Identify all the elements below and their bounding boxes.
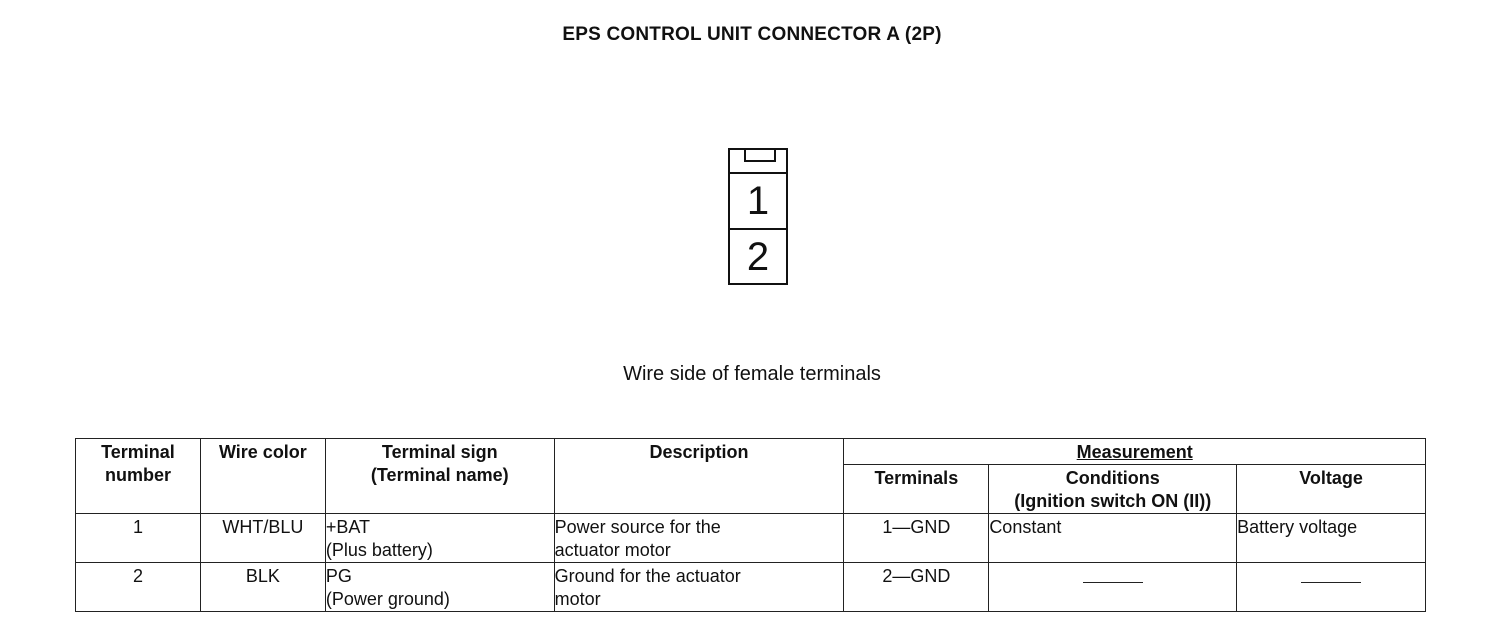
table-row: 1 WHT/BLU +BAT (Plus battery) Power sour… [75,513,1426,563]
connector-pin-1: 1 [730,174,786,230]
not-applicable-dash [1301,581,1362,583]
header-conditions: Conditions (Ignition switch ON (II)) [988,464,1238,514]
cell-terminal-number: 1 [75,513,201,563]
cell-conditions [988,562,1238,612]
header-voltage: Voltage [1236,464,1426,514]
connector-lock-tab [744,150,776,162]
header-terminal-sign: Terminal sign (Terminal name) [324,438,555,514]
cell-terminals: 1—GND [843,513,990,563]
connector-diagram: 1 2 [728,148,788,285]
cell-terminal-sign: +BAT (Plus battery) [324,513,555,563]
header-measurement: Measurement [843,438,1426,465]
cell-terminal-number: 2 [75,562,201,612]
connector-caption: Wire side of female terminals [623,363,881,385]
connector-lock-row [730,150,786,174]
cell-description: Power source for the actuator motor [553,513,845,563]
connector-pin-2: 2 [746,235,770,279]
cell-voltage [1236,562,1426,612]
header-terminals: Terminals [843,464,990,514]
cell-wire-color: WHT/BLU [199,513,326,563]
cell-wire-color: BLK [199,562,326,612]
header-terminal-number: Terminal number [75,438,201,514]
cell-conditions: Constant [988,513,1238,563]
cell-voltage: Battery voltage [1236,513,1426,563]
table-row: 2 BLK PG (Power ground) Ground for the a… [75,562,1426,612]
not-applicable-dash [1082,581,1143,583]
cell-description: Ground for the actuator motor [553,562,845,612]
cell-terminals: 2—GND [843,562,990,612]
terminal-table: Terminal number Wire color Terminal sign… [75,438,1426,612]
header-wire-color: Wire color [199,438,326,514]
page-title: EPS CONTROL UNIT CONNECTOR A (2P) [562,24,942,45]
cell-terminal-sign: PG (Power ground) [324,562,555,612]
header-description: Description [553,438,845,514]
